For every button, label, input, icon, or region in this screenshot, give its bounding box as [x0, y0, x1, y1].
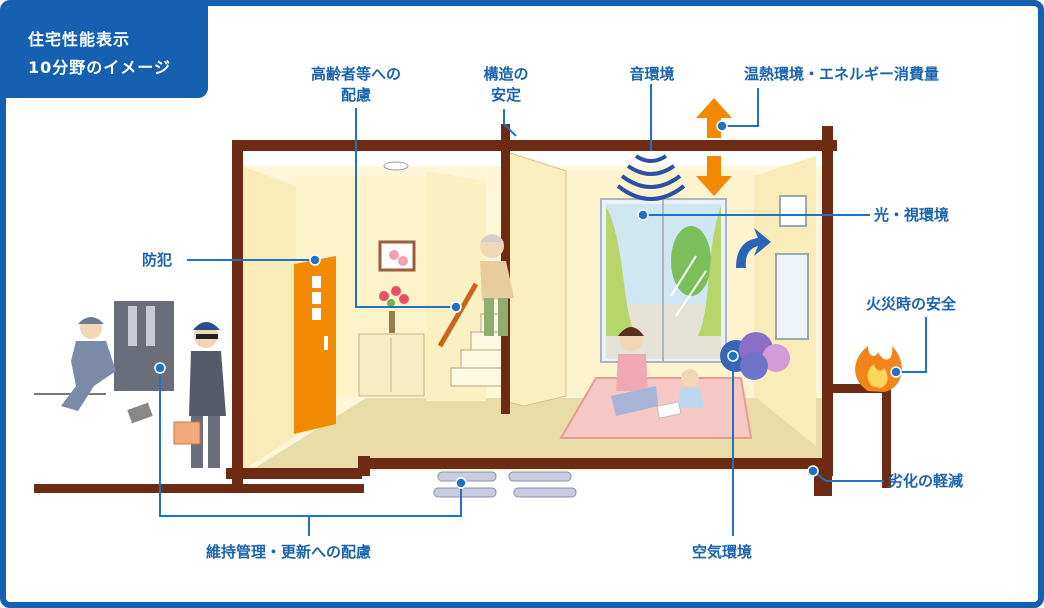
vent-fan — [780, 196, 806, 226]
label-sound-environment: 音環境 — [612, 64, 692, 85]
left-wall — [242, 166, 296, 471]
label-deterioration-reduction: 劣化の軽減 — [888, 471, 963, 492]
title-box: 住宅性能表示 10分野のイメージ — [6, 6, 208, 98]
partition-panel — [504, 151, 566, 406]
burglar-figures — [61, 301, 226, 468]
label-air-environment: 空気環境 — [692, 542, 752, 563]
title-line-2: 10分野のイメージ — [28, 54, 171, 78]
label-crime-prevention: 防犯 — [142, 250, 172, 271]
label-structure-line-2: 安定 — [468, 85, 544, 106]
underfloor-pipes — [434, 472, 576, 497]
front-door — [294, 256, 336, 434]
label-fire-safety: 火災時の安全 — [866, 294, 956, 315]
label-light-visual: 光・視環境 — [874, 205, 949, 226]
ceiling-light — [384, 162, 408, 170]
label-thermal-energy: 温熱環境・エネルギー消費量 — [744, 64, 939, 85]
label-structural-stability: 構造の 安定 — [468, 64, 544, 106]
side-window — [776, 254, 808, 339]
label-elderly-consideration: 高齢者等への 配慮 — [296, 64, 416, 106]
label-elderly-line-2: 配慮 — [296, 85, 416, 106]
label-structure-line-1: 構造の — [468, 64, 544, 85]
label-maintenance: 維持管理・更新への配慮 — [206, 542, 371, 563]
title-line-1: 住宅性能表示 — [28, 26, 130, 50]
label-elderly-line-1: 高齢者等への — [296, 64, 416, 85]
